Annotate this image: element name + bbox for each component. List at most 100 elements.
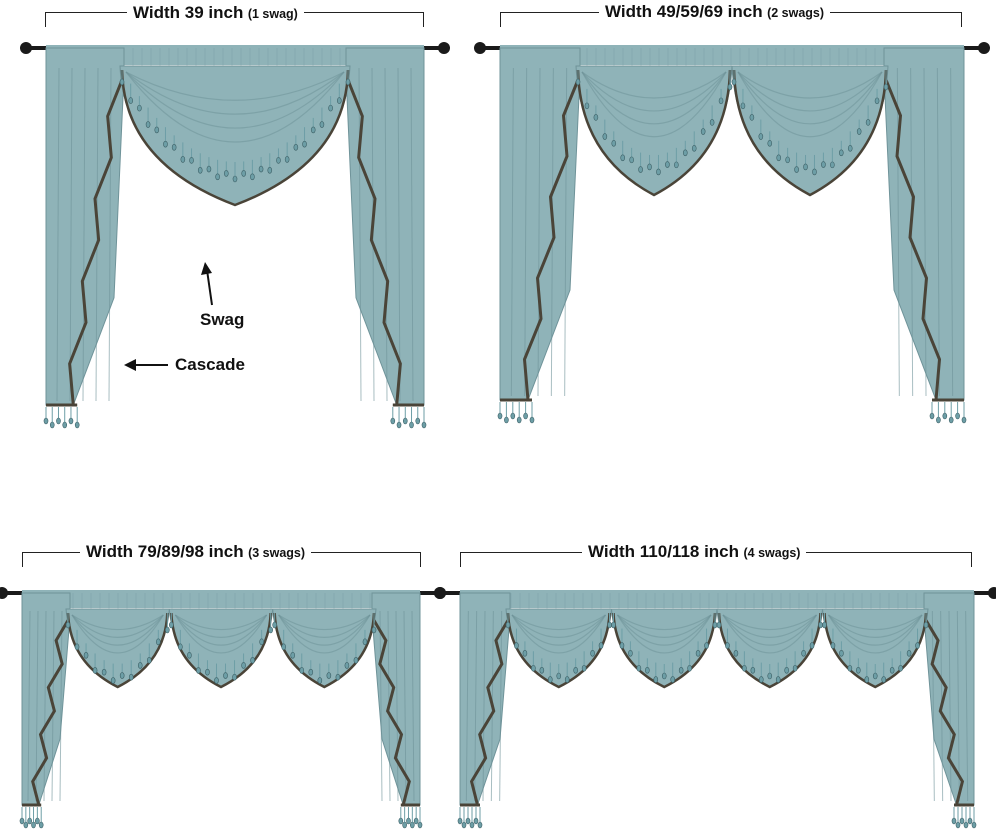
bead bbox=[645, 667, 650, 674]
bead bbox=[522, 650, 528, 657]
bead bbox=[725, 642, 730, 649]
bead bbox=[733, 650, 739, 657]
swag-fold bbox=[71, 614, 164, 646]
swag-fold bbox=[828, 614, 923, 646]
swag-fold bbox=[737, 71, 883, 112]
bead bbox=[593, 114, 599, 121]
bead bbox=[716, 621, 722, 629]
bead bbox=[620, 154, 626, 162]
cascade-fold bbox=[59, 610, 63, 802]
swag-trim bbox=[823, 612, 928, 689]
bead bbox=[215, 173, 220, 181]
valance-panel-3-swags: Width 79/89/98 inch (3 swags) bbox=[0, 535, 446, 829]
bead bbox=[573, 667, 578, 674]
cascade-label: Cascade bbox=[175, 355, 245, 374]
swag-fold bbox=[174, 614, 268, 638]
bead bbox=[206, 165, 212, 173]
cascade-fold bbox=[410, 67, 414, 402]
bead bbox=[169, 621, 174, 629]
swag-fold bbox=[71, 614, 164, 631]
bead bbox=[477, 821, 483, 829]
swag-fold bbox=[722, 614, 817, 638]
swag-fold bbox=[125, 71, 345, 115]
bead bbox=[156, 638, 161, 646]
swag-trim bbox=[506, 612, 611, 689]
rod-finial-right bbox=[438, 42, 450, 54]
bead bbox=[636, 664, 642, 672]
bead bbox=[31, 821, 36, 829]
cascade-fold bbox=[564, 67, 568, 397]
bead bbox=[197, 166, 203, 174]
bead bbox=[602, 133, 608, 140]
bead bbox=[665, 161, 670, 168]
bead bbox=[137, 662, 143, 669]
bead bbox=[328, 104, 333, 112]
bead bbox=[611, 621, 616, 629]
swag-fold bbox=[174, 614, 268, 646]
bead bbox=[74, 421, 80, 429]
bead bbox=[268, 626, 273, 634]
swag-fold bbox=[617, 614, 712, 638]
bead bbox=[547, 676, 553, 683]
bead bbox=[214, 677, 219, 684]
bead bbox=[290, 652, 296, 659]
bead bbox=[971, 821, 977, 829]
bead bbox=[38, 821, 44, 829]
bead bbox=[178, 643, 183, 651]
width-label: Width 110/118 inch (4 swags) bbox=[582, 542, 807, 562]
swag-fold bbox=[71, 614, 164, 638]
cascade-fold bbox=[56, 67, 60, 402]
bead bbox=[319, 121, 325, 128]
cascade-fold bbox=[82, 67, 86, 402]
swag-fold bbox=[737, 71, 883, 125]
bead bbox=[516, 416, 522, 424]
cascade-fold bbox=[379, 610, 383, 802]
cascade-fold bbox=[465, 610, 469, 802]
bead bbox=[864, 676, 870, 683]
bead bbox=[406, 817, 411, 825]
bead bbox=[963, 821, 969, 829]
swag bbox=[575, 65, 733, 196]
swag-trim bbox=[170, 612, 272, 689]
bead bbox=[189, 157, 194, 164]
bead bbox=[838, 149, 844, 157]
bead bbox=[344, 662, 350, 669]
valance-header bbox=[46, 45, 424, 65]
bead bbox=[417, 821, 423, 829]
bead bbox=[647, 163, 652, 171]
bead bbox=[785, 156, 790, 164]
bead bbox=[281, 643, 286, 651]
bead bbox=[223, 672, 228, 679]
bead bbox=[196, 667, 201, 674]
cascade-fold bbox=[499, 610, 503, 802]
cascade-fold bbox=[482, 610, 486, 802]
bead bbox=[128, 673, 134, 681]
valance-illustration bbox=[20, 42, 450, 429]
cascade-fold bbox=[411, 610, 415, 802]
cascade-trim-left bbox=[31, 616, 72, 806]
bead bbox=[317, 677, 323, 684]
swag-fold bbox=[278, 614, 371, 646]
valance-panel-1-swag: Width 39 inch (1 swag) Swag Cascade bbox=[0, 0, 470, 440]
bead bbox=[821, 161, 826, 168]
bead bbox=[539, 667, 545, 674]
swag-fold bbox=[722, 614, 817, 646]
bead bbox=[402, 821, 407, 829]
bead bbox=[514, 642, 519, 649]
bead bbox=[670, 676, 676, 683]
bead bbox=[187, 652, 192, 659]
bead bbox=[847, 664, 853, 672]
bead bbox=[101, 668, 107, 676]
bead bbox=[619, 642, 625, 649]
bead bbox=[929, 412, 935, 420]
bead bbox=[56, 417, 61, 425]
bead bbox=[598, 642, 604, 649]
cascade-trim-left bbox=[522, 74, 582, 401]
bead bbox=[250, 173, 255, 181]
bead bbox=[413, 817, 419, 825]
swag-fold bbox=[511, 614, 607, 654]
bead bbox=[259, 638, 264, 646]
swag-fold bbox=[125, 71, 345, 143]
bead bbox=[128, 97, 133, 104]
swag-fold bbox=[617, 614, 712, 646]
